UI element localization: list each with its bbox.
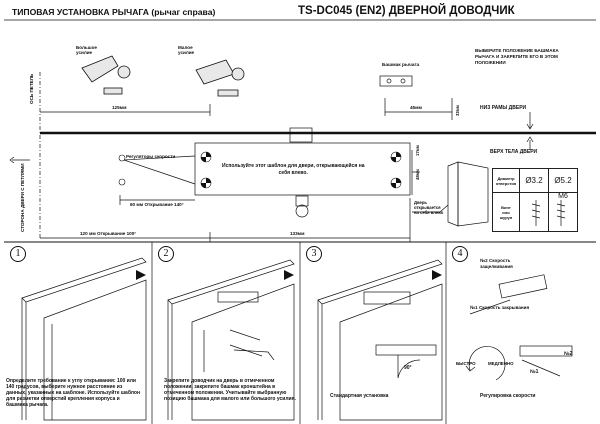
label-big-force: Большое усилие (76, 45, 97, 55)
screw-table-row2-label: Винт или шуруп (492, 192, 520, 232)
step-3-angle: 90° (404, 365, 412, 371)
label-frame-bottom: НИЗ РАМЫ ДВЕРИ (480, 105, 527, 111)
step-4-label-n2: №2 Скорость защелкивания (480, 258, 513, 269)
step-2-text: Закрепите доводчик на дверь в отмеченном… (164, 378, 296, 402)
label-small-force: Малое усилие (178, 45, 195, 55)
screw-table-val2: Ø5.2 (548, 168, 578, 193)
note-select-shoe: ВЫБЕРИТЕ ПОЛОЖЕНИЕ БАШМАКА РЫЧАГА И ЗАКР… (475, 48, 559, 65)
screw-icon-small (519, 192, 549, 232)
step-4-text: Регулировка скорости (480, 393, 536, 399)
step-3-text: Стандартная установка (330, 393, 389, 399)
dim-120-label: 120 мм Открывание 100° (80, 231, 137, 236)
label-speed-regulators: Регуляторы скорости (126, 154, 176, 159)
dim-45: 45мм (410, 105, 422, 110)
label-hinge-axis: ОСЬ ПЕТЕЛЬ (29, 73, 34, 104)
label-shoe: Башмак рычага (382, 63, 420, 68)
step-3-number: 3 (306, 246, 322, 262)
dim-133: 133мм (290, 231, 305, 236)
page-title-left: ТИПОВАЯ УСТАНОВКА РЫЧАГА (рычаг справа) (12, 7, 216, 17)
screw-table-row1-label: Диаметр отверстия (492, 168, 520, 193)
step-2-number: 2 (158, 246, 174, 262)
dim-32: 32мм (455, 105, 460, 116)
dim-48: 48мм (415, 169, 420, 180)
step-4-n1: №1 (530, 369, 539, 375)
template-note: Используйте этот шаблон для двери, откры… (222, 163, 365, 176)
screw-table-val1: Ø3.2 (519, 168, 549, 193)
step-4-n2: №2 (564, 351, 573, 357)
dim-125: 125мм (112, 105, 127, 110)
step-4-label-n1: №1 Скорость закрывания (470, 305, 530, 310)
step-4-slow: МЕДЛЕННО (488, 361, 514, 366)
screw-table: Диаметр отверстия Ø3.2 Ø5.2 Винт или шур… (492, 168, 578, 232)
step-1-text: Определите требование к углу открывания:… (6, 378, 140, 408)
page-title-right: TS-DC045 (EN2) ДВЕРНОЙ ДОВОДЧИК (298, 5, 515, 17)
step-4-number: 4 (452, 246, 468, 262)
dim-17: 17мм (415, 145, 420, 156)
label-door-opens-left: Дверь открывается на себя влево (414, 200, 444, 215)
screw-m6: M6 (548, 192, 578, 232)
label-hinge-side: СТОРОНА ДВЕРИ С ПЕТЛЯМИ (20, 163, 25, 232)
dim-60-label: 60 мм Открывание 140° (130, 202, 184, 207)
label-door-top: ВЕРХ ТЕЛА ДВЕРИ (490, 149, 538, 155)
step-1-number: 1 (10, 246, 26, 262)
step-4-fast: БЫСТРО (456, 361, 476, 366)
